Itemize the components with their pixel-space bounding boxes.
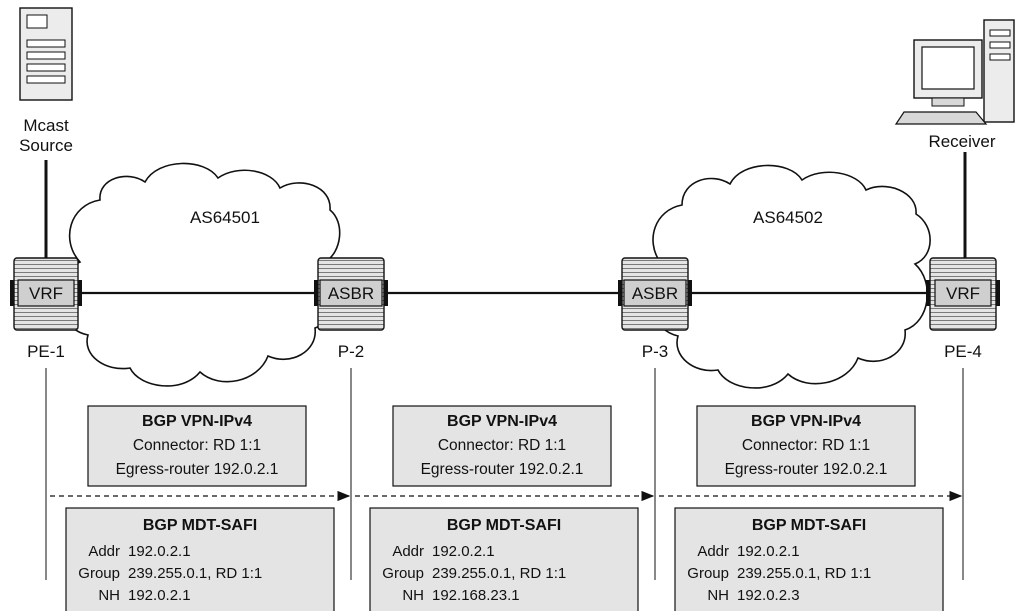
vpn-ipv4-box-1: BGP VPN-IPv4 Connector: RD 1:1 Egress-ro… bbox=[87, 405, 307, 487]
mdt-box-title: BGP MDT-SAFI bbox=[752, 517, 866, 534]
mdt-addr-key: Addr bbox=[392, 543, 424, 560]
vpn-ipv4-box-2: BGP VPN-IPv4 Connector: RD 1:1 Egress-ro… bbox=[392, 405, 612, 487]
vpn-box-connector: Connector: RD 1:1 bbox=[133, 437, 261, 454]
mdt-group-key: Group bbox=[78, 565, 120, 582]
mdt-group-value: 239.255.0.1, RD 1:1 bbox=[737, 565, 871, 582]
mdt-addr-key: Addr bbox=[697, 543, 729, 560]
server-icon bbox=[19, 7, 73, 101]
mdt-box-title: BGP MDT-SAFI bbox=[447, 517, 561, 534]
mdt-group-value: 239.255.0.1, RD 1:1 bbox=[128, 565, 262, 582]
vpn-box-egress: Egress-router 192.0.2.1 bbox=[725, 461, 888, 478]
router-pe4: VRF PE-4 bbox=[926, 257, 1000, 361]
mdt-addr-key: Addr bbox=[88, 543, 120, 560]
mdt-addr-value: 192.0.2.1 bbox=[432, 543, 495, 560]
vpn-ipv4-box-3: BGP VPN-IPv4 Connector: RD 1:1 Egress-ro… bbox=[696, 405, 916, 487]
mdt-nh-value: 192.168.23.1 bbox=[432, 587, 520, 604]
vpn-box-title: BGP VPN-IPv4 bbox=[142, 413, 252, 430]
vpn-box-title: BGP VPN-IPv4 bbox=[447, 413, 557, 430]
router-p2: ASBR P-2 bbox=[314, 257, 388, 361]
cloud-as64502: AS64502 bbox=[652, 164, 931, 389]
mdt-safi-box-3: BGP MDT-SAFI Addr 192.0.2.1 Group 239.25… bbox=[674, 507, 944, 611]
mdt-box-title: BGP MDT-SAFI bbox=[143, 517, 257, 534]
cloud-label-left: AS64501 bbox=[190, 208, 260, 227]
router-pe1: VRF PE-1 bbox=[10, 257, 82, 361]
router-label: PE-4 bbox=[944, 342, 982, 361]
mdt-group-value: 239.255.0.1, RD 1:1 bbox=[432, 565, 566, 582]
mdt-nh-key: NH bbox=[707, 587, 729, 604]
cloud-as64501: AS64501 bbox=[62, 162, 341, 387]
vpn-box-egress: Egress-router 192.0.2.1 bbox=[116, 461, 279, 478]
computer-icon bbox=[894, 19, 1015, 125]
vpn-box-connector: Connector: RD 1:1 bbox=[438, 437, 566, 454]
router-label: P-2 bbox=[338, 342, 364, 361]
mdt-addr-value: 192.0.2.1 bbox=[128, 543, 191, 560]
source-label-line1: Mcast bbox=[23, 116, 69, 135]
source-label-line2: Source bbox=[19, 136, 73, 155]
router-tag: VRF bbox=[946, 284, 980, 303]
mdt-group-key: Group bbox=[687, 565, 729, 582]
mdt-nh-value: 192.0.2.3 bbox=[737, 587, 800, 604]
mdt-group-key: Group bbox=[382, 565, 424, 582]
router-label: P-3 bbox=[642, 342, 668, 361]
router-label: PE-1 bbox=[27, 342, 65, 361]
mdt-safi-box-1: BGP MDT-SAFI Addr 192.0.2.1 Group 239.25… bbox=[65, 507, 335, 611]
router-tag: ASBR bbox=[328, 284, 374, 303]
vpn-box-connector: Connector: RD 1:1 bbox=[742, 437, 870, 454]
mdt-nh-key: NH bbox=[402, 587, 424, 604]
vpn-box-egress: Egress-router 192.0.2.1 bbox=[421, 461, 584, 478]
router-tag: ASBR bbox=[632, 284, 678, 303]
mdt-safi-box-2: BGP MDT-SAFI Addr 192.0.2.1 Group 239.25… bbox=[369, 507, 639, 611]
cloud-label-right: AS64502 bbox=[753, 208, 823, 227]
router-p3: ASBR P-3 bbox=[618, 257, 692, 361]
mdt-nh-value: 192.0.2.1 bbox=[128, 587, 191, 604]
mdt-addr-value: 192.0.2.1 bbox=[737, 543, 800, 560]
mdt-nh-key: NH bbox=[98, 587, 120, 604]
router-tag: VRF bbox=[29, 284, 63, 303]
receiver-label: Receiver bbox=[928, 132, 995, 151]
vpn-box-title: BGP VPN-IPv4 bbox=[751, 413, 861, 430]
